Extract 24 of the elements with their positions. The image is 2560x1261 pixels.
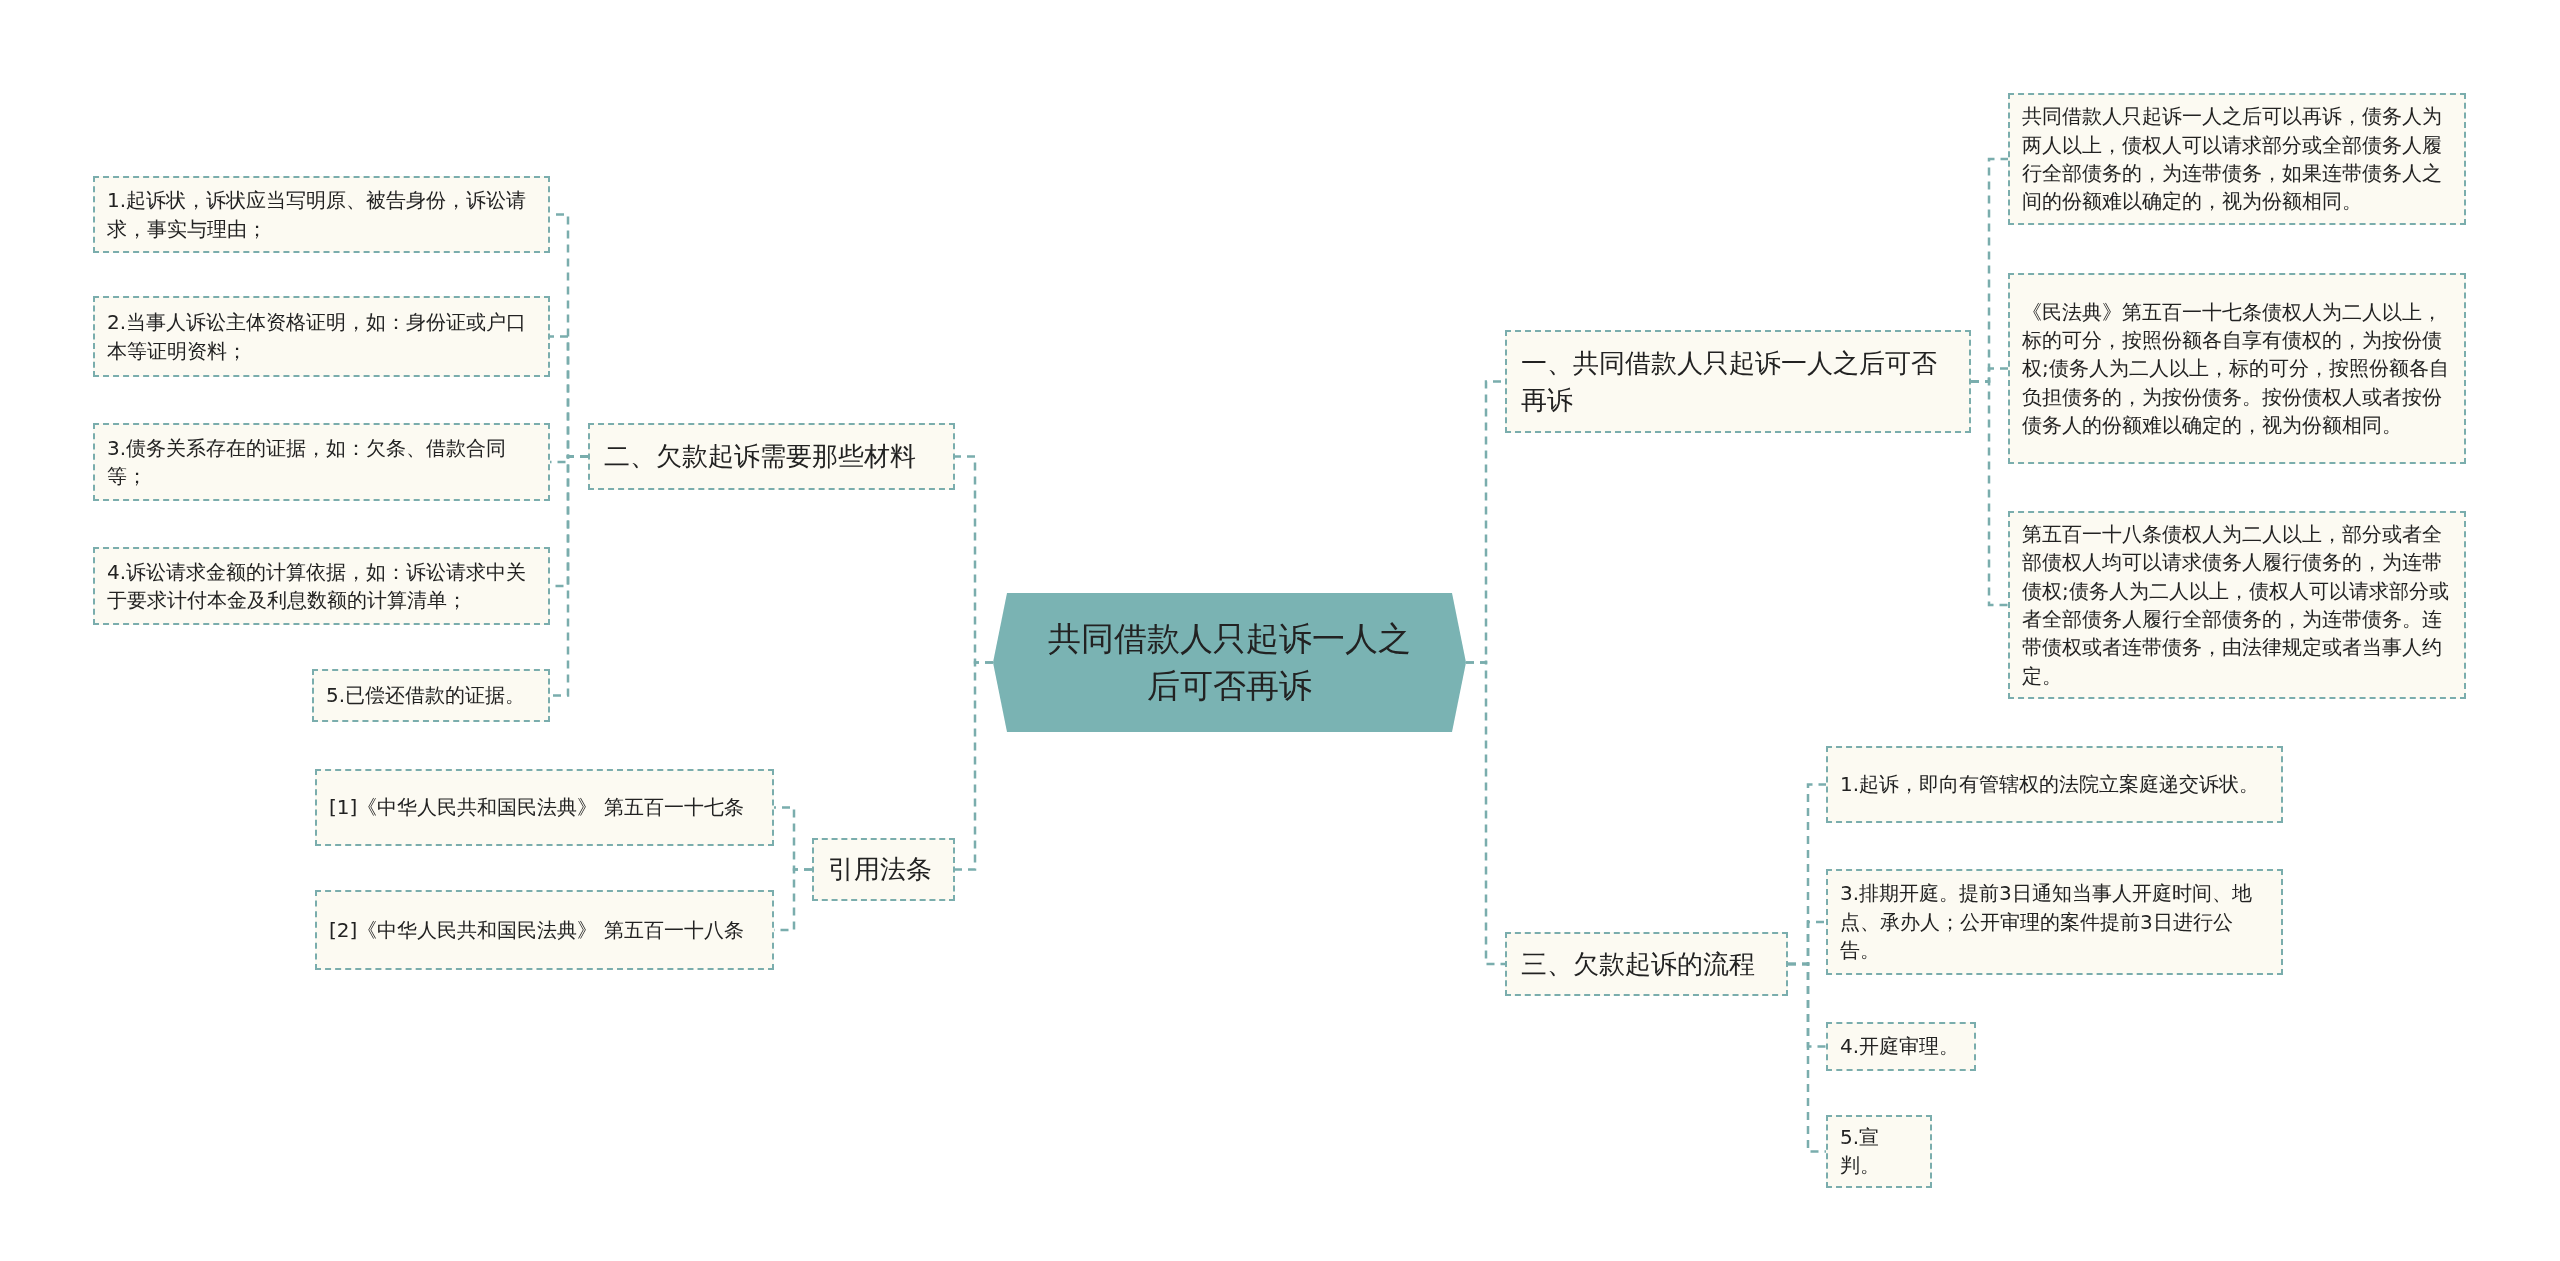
note-box: 5.宣判。 [1826, 1115, 1932, 1188]
note-box: 4.诉讼请求金额的计算依据，如：诉讼请求中关于要求计付本金及利息数额的计算清单； [93, 547, 550, 625]
connector-line [1971, 380, 2008, 607]
branch-box: 一、共同借款人只起诉一人之后可否再诉 [1505, 330, 1971, 433]
note-box: 《民法典》第五百一十七条债权人为二人以上，标的可分，按照份额各自享有债权的，为按份债权;债务人为二人以上，标的可分，按照份额各自负担债务的，为按份债务。按份债权人或者按份债务人的份额难以确定的，视为份额相同。 [2008, 273, 2466, 464]
note-box: [1]《中华人民共和国民法典》 第五百一十七条 [315, 769, 774, 846]
note-box: 5.已偿还借款的证据。 [312, 669, 550, 722]
topic-hexagon: 共同借款人只起诉一人之后可否再诉 [993, 593, 1466, 732]
note-box: 1.起诉，即向有管辖权的法院立案庭递交诉状。 [1826, 746, 2283, 823]
connector-line [1788, 962, 1826, 1153]
connector-line [1466, 661, 1505, 966]
note-box: 3.排期开庭。提前3日通知当事人开庭时间、地点、承办人；公开审理的案件提前3日进行公告。 [1826, 869, 2283, 975]
note-box: 3.债务关系存在的证据，如：欠条、借款合同等； [93, 423, 550, 501]
note-box: 2.当事人诉讼主体资格证明，如：身份证或户口本等证明资料； [93, 296, 550, 377]
branch-box: 引用法条 [812, 838, 955, 901]
branch-box: 二、欠款起诉需要那些材料 [588, 423, 955, 490]
note-box: 4.开庭审理。 [1826, 1022, 1976, 1071]
note-box: 第五百一十八条债权人为二人以上，部分或者全部债权人均可以请求债务人履行债务的，为连带债权;债务人为二人以上，债权人可以请求部分或者全部债务人履行全部债务的，为连带债务。连带债权或者连带债务，由法律规定或者当事人约定。 [2008, 511, 2466, 699]
connector-line [955, 661, 993, 871]
note-box: 共同借款人只起诉一人之后可以再诉，债务人为两人以上，债权人可以请求部分或全部债务人履行全部债务的，为连带债务，如果连带债务人之间的份额难以确定的，视为份额相同。 [2008, 93, 2466, 225]
branch-box: 三、欠款起诉的流程 [1505, 932, 1788, 996]
note-box: 1.起诉状，诉状应当写明原、被告身份，诉讼请求，事实与理由； [93, 176, 550, 253]
note-box: [2]《中华人民共和国民法典》 第五百一十八条 [315, 890, 774, 970]
connector-line [550, 455, 588, 697]
